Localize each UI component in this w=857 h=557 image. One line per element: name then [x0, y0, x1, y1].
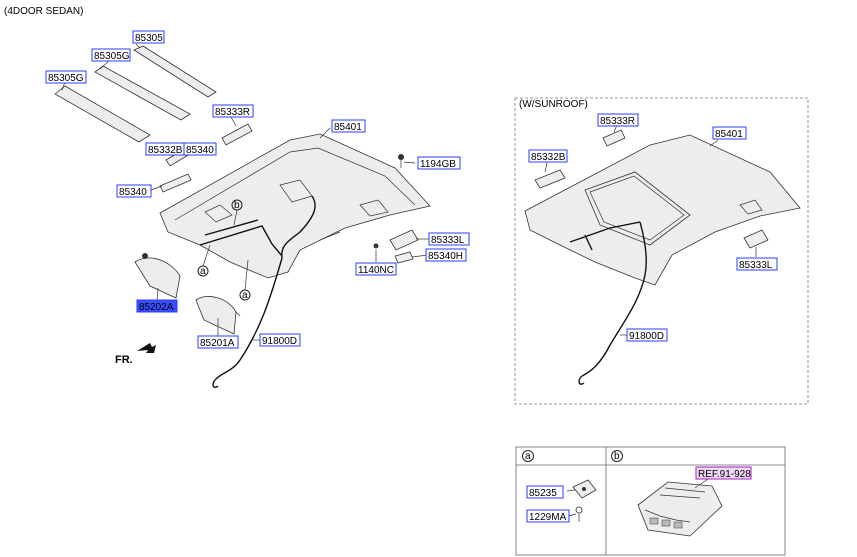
- label-sunroof-85333R[interactable]: 85333R: [597, 113, 639, 127]
- callout-a-left: a: [197, 244, 211, 277]
- detail-header-b: b: [611, 450, 623, 462]
- label-85332B[interactable]: 85332B: [145, 142, 185, 156]
- headliner-sunroof-85401: [524, 134, 801, 286]
- svg-text:91800D: 91800D: [262, 336, 297, 347]
- clip-1194GB-icon: [398, 154, 404, 168]
- label-85201A[interactable]: 85201A: [197, 335, 239, 349]
- label-85305G-top[interactable]: 85305G: [91, 48, 131, 62]
- callout-b: b: [231, 199, 243, 226]
- handle-85340-left: [159, 173, 192, 193]
- svg-text:REF.91-928: REF.91-928: [698, 469, 751, 480]
- label-ref-91-928[interactable]: REF.91-928: [695, 466, 752, 480]
- svg-text:a: a: [242, 290, 248, 301]
- svg-text:85332B: 85332B: [531, 152, 566, 163]
- screw-1140NC-icon: [373, 243, 379, 249]
- svg-text:b: b: [234, 200, 240, 211]
- sun-visor-85201A: [195, 296, 241, 335]
- svg-text:1140NC: 1140NC: [358, 265, 394, 276]
- sunroof-variant-frame: [514, 97, 809, 405]
- label-91800D[interactable]: 91800D: [259, 333, 301, 347]
- svg-text:85201A: 85201A: [200, 338, 235, 349]
- svg-text:85202A: 85202A: [139, 302, 174, 313]
- label-sunroof-85332B[interactable]: 85332B: [528, 149, 568, 163]
- svg-text:85340: 85340: [119, 187, 147, 198]
- svg-text:85305G: 85305G: [48, 73, 84, 84]
- svg-text:1229MA: 1229MA: [529, 512, 567, 523]
- roof-harness-sunroof: [569, 221, 647, 377]
- roof-pad-85305G-left: [54, 85, 151, 143]
- svg-text:85333R: 85333R: [600, 116, 635, 127]
- label-sunroof-85333L[interactable]: 85333L: [736, 257, 778, 271]
- svg-text:85340: 85340: [186, 145, 214, 156]
- detail-header-a: a: [522, 450, 534, 462]
- front-label: FR.: [115, 354, 133, 366]
- sun-visor-85202A: [134, 253, 181, 299]
- label-85305[interactable]: 85305: [132, 30, 165, 44]
- label-85401[interactable]: 85401: [331, 119, 366, 133]
- svg-text:85401: 85401: [715, 129, 743, 140]
- svg-text:85332B: 85332B: [148, 145, 183, 156]
- label-85202A[interactable]: 85202A: [136, 299, 178, 313]
- svg-text:b: b: [614, 451, 620, 462]
- svg-text:a: a: [200, 266, 206, 277]
- roof-pad-85305G-top: [94, 65, 191, 121]
- label-85333L[interactable]: 85333L: [428, 232, 470, 246]
- headliner-85401: [159, 133, 431, 279]
- handle-85333R: [221, 123, 253, 146]
- label-85333R[interactable]: 85333R: [212, 104, 254, 118]
- front-arrow-icon: [137, 343, 156, 353]
- roof-pad-85305: [133, 45, 217, 98]
- svg-text:85333R: 85333R: [215, 107, 250, 118]
- label-1194GB[interactable]: 1194GB: [417, 156, 461, 170]
- handle-85340H: [394, 251, 414, 264]
- label-sunroof-85401[interactable]: 85401: [712, 126, 747, 140]
- handle-sunroof-85332B: [534, 169, 566, 189]
- label-85235[interactable]: 85235: [526, 485, 564, 499]
- label-85340-left[interactable]: 85340: [116, 184, 152, 198]
- handle-sunroof-85333L: [743, 229, 769, 249]
- svg-text:91800D: 91800D: [629, 331, 664, 342]
- roof-harness-sedan: [199, 195, 316, 381]
- handle-sunroof-85333R: [602, 129, 626, 147]
- svg-text:85305: 85305: [135, 33, 163, 44]
- label-85305G-left[interactable]: 85305G: [45, 70, 87, 84]
- detail-table: [515, 446, 786, 556]
- handle-85333L: [389, 229, 419, 251]
- callout-a-right: a: [239, 259, 251, 301]
- svg-text:a: a: [525, 451, 531, 462]
- svg-text:85401: 85401: [334, 122, 362, 133]
- sunroof-variant-label: (W/SUNROOF): [519, 99, 588, 110]
- svg-text:85235: 85235: [529, 488, 557, 499]
- bracket-85235-icon: [572, 479, 597, 499]
- svg-text:1194GB: 1194GB: [420, 159, 456, 170]
- svg-text:85305G: 85305G: [94, 51, 130, 62]
- svg-text:85340H: 85340H: [428, 251, 463, 262]
- diagram-title: (4DOOR SEDAN): [4, 6, 83, 17]
- label-1140NC[interactable]: 1140NC: [355, 262, 397, 276]
- label-85340-top[interactable]: 85340: [183, 142, 217, 156]
- screw-1229MA-icon: [575, 506, 583, 522]
- label-85340H[interactable]: 85340H: [425, 248, 467, 262]
- svg-text:85333L: 85333L: [431, 235, 465, 246]
- label-1229MA[interactable]: 1229MA: [526, 509, 570, 523]
- overhead-console-lamp: [637, 481, 723, 537]
- svg-text:85333L: 85333L: [739, 260, 773, 271]
- label-sunroof-91800D[interactable]: 91800D: [626, 328, 668, 342]
